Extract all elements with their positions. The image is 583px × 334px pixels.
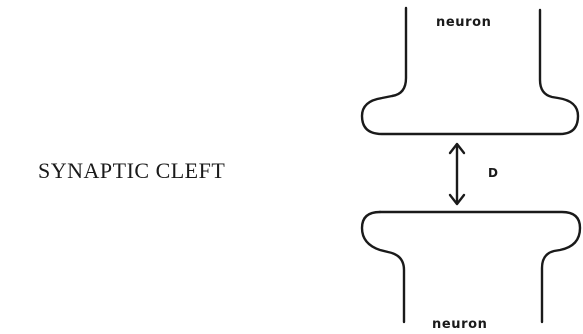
arrow-head-down (448, 193, 466, 206)
top-neuron-label: neuron (436, 15, 492, 30)
bottom-neuron-outline (378, 210, 582, 324)
arrow-head-up (448, 142, 466, 155)
distance-label: D (488, 166, 498, 180)
top-neuron: neuron (360, 6, 580, 136)
bottom-neuron-label: neuron (432, 317, 488, 332)
top-neuron-outline (360, 6, 580, 136)
cleft-distance-arrow: D (448, 142, 498, 206)
diagram-title: SYNAPTIC CLEFT (38, 158, 225, 183)
bottom-neuron-outline-left (360, 210, 406, 324)
bottom-neuron: neuron (360, 210, 582, 332)
